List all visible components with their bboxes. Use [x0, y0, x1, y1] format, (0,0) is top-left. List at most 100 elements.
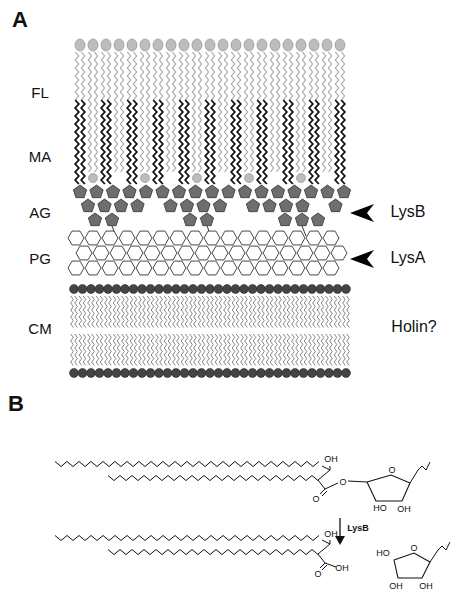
lipid-head	[257, 39, 267, 51]
arabinogalactan-sugar	[81, 199, 94, 212]
peptidoglycan-unit	[204, 261, 220, 275]
phospholipid-head	[291, 285, 300, 294]
arabinogalactan-sugar	[105, 213, 118, 226]
arabinogalactan-sugar	[205, 185, 218, 198]
peptidoglycan-unit	[153, 231, 169, 245]
peptidoglycan-unit	[144, 246, 160, 260]
lipid-head	[141, 174, 150, 183]
peptidoglycan-unit	[229, 246, 245, 260]
furanose-ring	[394, 553, 430, 578]
bond	[318, 470, 330, 480]
mycolic-acid-chain	[289, 100, 293, 184]
peptidoglycan-unit	[195, 246, 211, 260]
free-lipid-chain	[283, 52, 286, 100]
free-lipid-chain	[198, 52, 201, 172]
free-lipid-chain	[231, 52, 234, 100]
phospholipid-tail	[181, 334, 184, 366]
phospholipid-tail	[236, 334, 239, 366]
phospholipid-tail	[164, 334, 167, 366]
phospholipid-tail	[321, 334, 324, 366]
free-lipid-chain	[192, 52, 195, 172]
phospholipid-tail	[253, 296, 256, 328]
mycolic-acid-chain	[107, 100, 111, 184]
phospholipid-tail	[117, 296, 120, 328]
phospholipid-head	[112, 369, 121, 378]
bond	[318, 480, 325, 489]
phospholipid-tail	[219, 296, 222, 328]
phospholipid-tail	[296, 296, 299, 328]
mycolic-acid-chain	[153, 100, 157, 184]
lipid-head	[153, 39, 163, 51]
phospholipid-head	[325, 369, 334, 378]
bond	[348, 481, 367, 482]
free-lipid-chain	[315, 52, 318, 100]
target-arrowhead	[350, 250, 374, 268]
arabinogalactan-sugar	[304, 185, 317, 198]
phospholipid-tail	[160, 296, 163, 328]
phospholipid-tail	[105, 296, 108, 328]
layer-label: CM	[28, 321, 51, 336]
phospholipid-tail	[202, 334, 205, 366]
phospholipid-head	[214, 369, 223, 378]
phospholipid-tail	[181, 296, 184, 328]
alkyl-chain	[55, 462, 319, 467]
peptidoglycan-unit	[93, 246, 109, 260]
lipid-head	[296, 39, 306, 51]
lipid-head	[270, 39, 280, 51]
phospholipid-head	[146, 285, 155, 294]
phospholipid-tail	[190, 334, 193, 366]
free-lipid-chain	[309, 52, 312, 100]
peptidoglycan-unit	[110, 246, 126, 260]
phospholipid-head	[214, 285, 223, 294]
atom-label: OH	[324, 455, 338, 464]
mycolic-acid-chain	[133, 100, 137, 184]
peptidoglycan-unit	[306, 231, 322, 245]
phospholipid-head	[248, 369, 257, 378]
phospholipid-tail	[168, 334, 171, 366]
phospholipid-tail	[88, 334, 91, 366]
phospholipid-tail	[334, 334, 337, 366]
bond	[322, 540, 330, 544]
free-lipid-chain	[341, 52, 344, 100]
phospholipid-head	[138, 285, 147, 294]
lipid-head	[140, 39, 150, 51]
phospholipid-tail	[215, 296, 218, 328]
lipid-head	[166, 39, 176, 51]
free-lipid-chain	[302, 52, 305, 172]
phospholipid-tail	[309, 296, 312, 328]
phospholipid-tail	[173, 296, 176, 328]
phospholipid-tail	[296, 334, 299, 366]
peptidoglycan-unit	[204, 231, 220, 245]
phospholipid-head	[129, 285, 138, 294]
lipid-head	[231, 39, 241, 51]
peptidoglycan-unit	[255, 231, 271, 245]
lipid-head	[89, 174, 98, 183]
phospholipid-head	[87, 369, 96, 378]
phospholipid-head	[189, 285, 198, 294]
peptidoglycan-unit	[102, 231, 118, 245]
phospholipid-tail	[292, 334, 295, 366]
free-lipid-chain	[250, 52, 253, 172]
peptidoglycan-unit	[178, 246, 194, 260]
phospholipid-tail	[207, 296, 210, 328]
atom-label: OH	[397, 505, 411, 514]
phospholipid-head	[223, 285, 232, 294]
free-lipid-chain	[107, 52, 110, 100]
phospholipid-tail	[134, 296, 137, 328]
phospholipid-tail	[96, 296, 99, 328]
free-lipid-chain	[244, 52, 247, 172]
phospholipid-head	[197, 285, 206, 294]
phospholipid-tail	[275, 296, 278, 328]
phospholipid-tail	[88, 296, 91, 328]
peptidoglycan-unit	[323, 231, 339, 245]
phospholipid-head	[257, 369, 266, 378]
phospholipid-head	[231, 285, 240, 294]
free-lipid-chain	[237, 52, 240, 100]
lipid-head	[244, 39, 254, 51]
mycolic-acid-chain	[101, 100, 105, 184]
phospholipid-head	[308, 369, 317, 378]
free-lipid-chain	[224, 52, 227, 172]
atom-label: O	[312, 495, 319, 504]
arabinogalactan-sugar	[88, 213, 101, 226]
